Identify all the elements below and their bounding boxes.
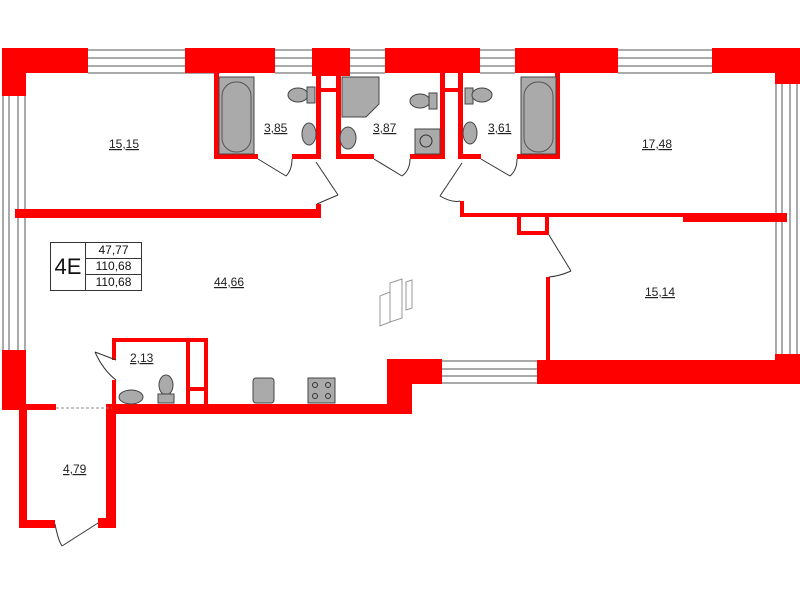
sink-icon: [462, 121, 478, 145]
sink-icon: [301, 122, 317, 146]
toilet-icon: [157, 374, 175, 404]
window-top: [88, 49, 712, 74]
wardrobe-icon: [379, 278, 413, 327]
room-area-bedroom-2: 17,48: [642, 137, 672, 151]
bathtub-icon: [218, 76, 255, 155]
washing-machine-icon: [414, 128, 441, 155]
total-area-value: 110,68: [86, 259, 141, 275]
window-left: [2, 95, 26, 352]
room-area-bathroom-3: 3,61: [488, 121, 512, 135]
stove-icon: [307, 377, 336, 404]
living-area-value: 47,77: [86, 243, 141, 259]
toilet-icon: [409, 92, 438, 110]
sink-icon: [339, 126, 357, 150]
apartment-badge: 4E 47,77 110,68 110,68: [50, 242, 142, 291]
bathtub-icon: [520, 76, 557, 155]
toilet-icon: [464, 87, 493, 105]
walls: [2, 48, 800, 528]
kitchen-sink-icon: [252, 377, 275, 404]
shower-tray-icon: [341, 76, 380, 118]
room-area-living-kitchen: 44,66: [214, 275, 244, 289]
room-area-wc: 2,13: [130, 351, 154, 365]
room-area-bedroom-3: 15,14: [645, 285, 675, 299]
room-area-bedroom-1: 15,15: [109, 137, 139, 151]
room-area-bathroom-2: 3,87: [373, 121, 397, 135]
total-area-with-balcony-value: 110,68: [95, 275, 132, 289]
room-area-bathroom-1: 3,85: [264, 121, 288, 135]
toilet-icon: [287, 86, 316, 104]
sink-icon: [118, 389, 144, 405]
apartment-code: 4E: [51, 243, 86, 290]
window-bottom: [442, 360, 537, 384]
room-area-hall: 4,79: [63, 462, 87, 476]
doors: [54, 158, 572, 547]
